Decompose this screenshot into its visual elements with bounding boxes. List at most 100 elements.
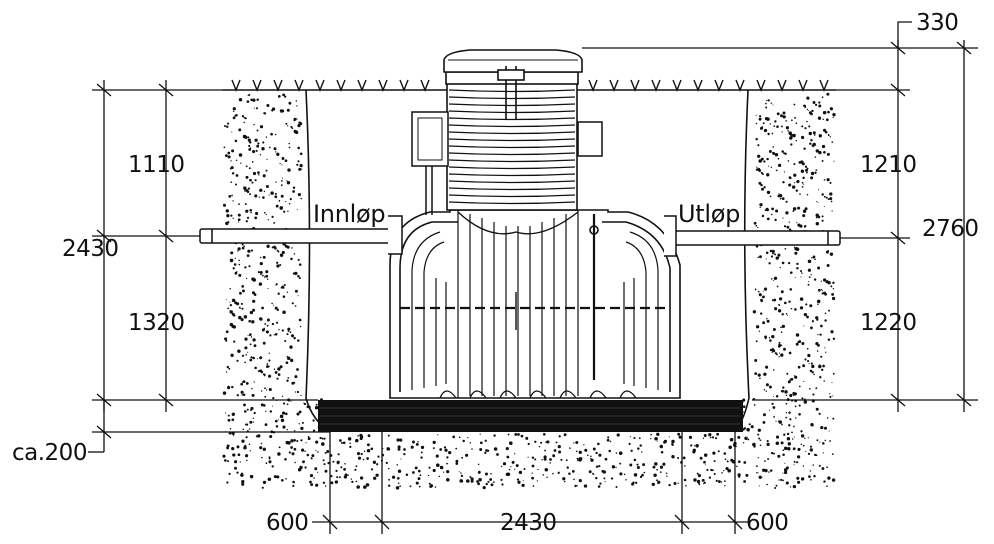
- soil-speck: [275, 284, 277, 286]
- soil-speck: [292, 190, 295, 193]
- soil-speck: [814, 258, 816, 261]
- soil-speck: [766, 157, 769, 161]
- soil-speck: [755, 340, 758, 343]
- soil-speck: [286, 180, 288, 182]
- soil-speck: [236, 394, 239, 397]
- soil-speck: [268, 460, 272, 464]
- soil-speck: [821, 160, 824, 162]
- grass-tick: [777, 79, 787, 92]
- soil-speck: [242, 381, 244, 384]
- grass-tick: [336, 79, 346, 92]
- soil-speck: [420, 456, 423, 459]
- soil-speck: [708, 433, 712, 437]
- soil-speck: [347, 474, 349, 477]
- soil-speck: [253, 411, 256, 415]
- soil-speck: [780, 478, 783, 482]
- soil-speck: [249, 193, 251, 196]
- soil-speck: [755, 122, 758, 125]
- soil-speck: [237, 349, 241, 353]
- soil-speck: [703, 434, 707, 437]
- soil-speck: [657, 480, 661, 484]
- soil-speck: [238, 273, 242, 277]
- soil-speck: [337, 453, 340, 456]
- soil-speck: [671, 443, 674, 446]
- soil-speck: [768, 409, 771, 411]
- soil-speck: [677, 456, 680, 460]
- soil-speck: [725, 467, 729, 471]
- soil-speck: [476, 480, 479, 483]
- soil-speck: [770, 451, 774, 455]
- soil-speck: [274, 133, 277, 136]
- soil-speck: [356, 452, 361, 456]
- soil-speck: [823, 291, 827, 295]
- soil-speck: [276, 308, 280, 312]
- soil-speck: [690, 444, 693, 447]
- soil-speck: [249, 178, 252, 182]
- soil-speck: [809, 445, 813, 448]
- soil-speck: [777, 163, 782, 168]
- soil-speck: [773, 298, 777, 302]
- soil-speck: [340, 441, 344, 445]
- soil-speck: [234, 460, 238, 464]
- soil-speck: [715, 479, 718, 482]
- soil-speck: [234, 257, 236, 259]
- soil-speck: [232, 217, 234, 219]
- soil-speck: [788, 176, 792, 179]
- soil-speck: [262, 480, 267, 485]
- soil-speck: [531, 476, 535, 480]
- soil-speck: [446, 470, 450, 474]
- soil-speck: [400, 458, 402, 460]
- soil-speck: [245, 277, 248, 280]
- soil-speck: [782, 449, 785, 451]
- soil-speck: [410, 445, 414, 449]
- soil-speck: [800, 430, 803, 433]
- soil-speck: [248, 265, 251, 268]
- soil-speck: [785, 412, 788, 414]
- soil-speck: [505, 472, 509, 477]
- soil-speck: [788, 351, 792, 355]
- soil-speck: [768, 165, 770, 167]
- soil-speck: [590, 457, 592, 460]
- soil-speck: [817, 303, 819, 305]
- soil-speck: [250, 98, 253, 102]
- soil-speck: [786, 314, 788, 316]
- soil-speck: [290, 257, 293, 261]
- soil-speck: [641, 473, 644, 477]
- soil-speck: [248, 167, 251, 170]
- soil-speck: [793, 425, 795, 428]
- soil-speck: [752, 310, 757, 314]
- soil-speck: [500, 478, 503, 482]
- soil-speck: [343, 468, 346, 471]
- soil-speck: [828, 309, 830, 312]
- soil-speck: [263, 276, 266, 278]
- soil-speck: [274, 192, 277, 195]
- soil-speck: [296, 163, 299, 166]
- soil-speck: [767, 458, 770, 460]
- soil-speck: [604, 457, 608, 461]
- soil-speck: [828, 430, 830, 432]
- dim-left-upper: 1110: [128, 152, 185, 178]
- soil-speck: [802, 214, 806, 218]
- soil-speck: [763, 287, 768, 291]
- soil-speck: [816, 350, 819, 352]
- grass-tick: [420, 79, 430, 92]
- soil-speck: [477, 463, 480, 466]
- soil-speck: [366, 457, 369, 460]
- soil-speck: [266, 103, 270, 108]
- soil-speck: [344, 462, 346, 465]
- soil-speck: [684, 465, 686, 467]
- soil-speck: [810, 171, 815, 176]
- soil-speck: [251, 291, 256, 295]
- soil-speck: [826, 485, 828, 488]
- soil-speck: [241, 394, 244, 396]
- soil-speck: [279, 414, 284, 419]
- soil-speck: [244, 117, 247, 120]
- soil-speck: [757, 373, 761, 377]
- soil-speck: [800, 169, 805, 173]
- soil-speck: [259, 271, 263, 274]
- soil-speck: [263, 112, 267, 115]
- soil-speck: [592, 472, 594, 475]
- soil-speck: [271, 322, 275, 326]
- riser-rib: [448, 96, 576, 100]
- soil-speck: [775, 484, 778, 487]
